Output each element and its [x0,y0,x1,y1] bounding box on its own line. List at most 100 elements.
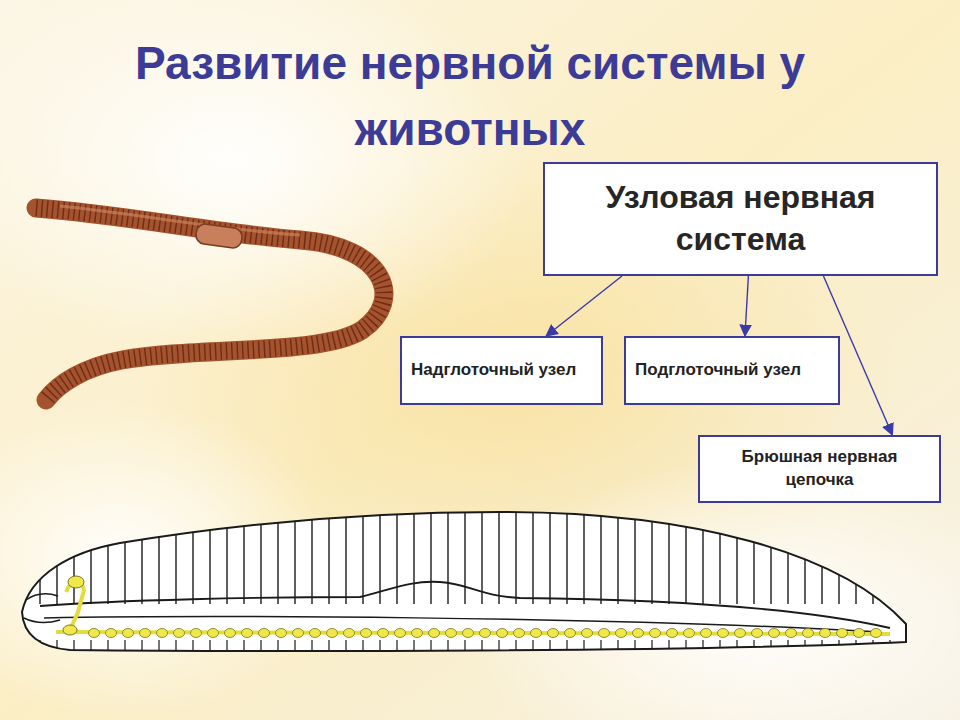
segment-line [158,505,159,604]
node-label: Надглоточный узел [411,359,592,382]
segment-line [447,505,448,604]
ganglion [395,629,406,638]
segment-line [651,505,652,604]
ganglion [344,629,355,638]
segment-line [532,505,533,604]
segment-line [515,505,516,604]
segment-line [277,505,278,604]
segment-line [719,640,720,655]
segment-line [583,640,584,655]
segment-line [209,640,210,655]
ganglion [361,629,372,638]
segment-line [124,640,125,655]
ganglion [446,629,457,638]
segment-line [396,640,397,655]
ganglion [293,629,304,638]
ganglion [854,629,865,638]
worm-section [22,505,906,655]
segment-line [719,505,720,604]
ganglion [616,629,627,638]
ganglion [242,629,253,638]
ganglion [174,629,185,638]
ganglion [259,629,270,638]
segment-line [566,505,567,604]
segment-line [804,505,805,604]
ganglion [531,629,542,638]
ganglion [123,629,134,638]
ganglion [565,629,576,638]
ganglion [769,629,780,638]
ganglion [514,629,525,638]
ganglion [752,629,763,638]
ganglion [871,629,882,638]
segment-line [226,640,227,655]
segment-line [396,505,397,604]
segment-line [634,505,635,604]
ganglion [684,629,695,638]
segment-line [430,505,431,604]
segment-line [702,505,703,604]
ganglion [582,629,593,638]
segment-line [464,505,465,604]
segment-line [566,640,567,655]
segment-line [175,505,176,604]
segment-line [464,640,465,655]
segment-line [141,505,142,604]
segment-line [872,640,873,655]
segment-line [260,640,261,655]
ganglion [480,629,491,638]
segment-line [770,640,771,655]
ganglion [463,629,474,638]
segment-line [447,640,448,655]
earthworm-highlight [60,206,300,235]
ganglion [803,629,814,638]
segment-line [141,640,142,655]
ganglion [837,629,848,638]
ganglion [599,629,610,638]
ganglion [497,629,508,638]
segment-line [328,640,329,655]
segment-line [855,640,856,655]
part-box: Надглоточный узел [400,336,603,405]
segment-line [107,505,108,604]
ganglion [140,629,151,638]
segment-line [260,505,261,604]
segment-line [549,640,550,655]
segment-line [311,505,312,604]
arrow-connector [546,276,622,336]
ganglion [327,629,338,638]
node-label: Подглоточный узел [635,359,829,382]
segment-line [39,640,40,655]
segment-line [600,505,601,604]
segment-line [294,640,295,655]
segment-line [838,505,839,604]
segment-line [90,505,91,604]
segment-line [158,640,159,655]
segment-line [600,640,601,655]
segment-line [413,640,414,655]
segment-line [498,640,499,655]
segment-line [804,640,805,655]
segment-line [736,505,737,604]
ganglion [735,629,746,638]
part-box: Брюшная нервная цепочка [698,435,941,503]
segment-line [243,505,244,604]
segment-line [192,505,193,604]
segment-line [124,505,125,604]
segment-line [294,505,295,604]
ganglion [701,629,712,638]
ganglion [225,629,236,638]
segment-line [583,505,584,604]
segment-line [328,505,329,604]
segment-line [73,640,74,655]
segment-line [379,640,380,655]
segment-line [277,640,278,655]
ganglion [786,629,797,638]
arrow-connector [745,276,748,336]
ganglion [191,629,202,638]
segment-line [226,505,227,604]
segment-line [175,640,176,655]
segment-line [532,640,533,655]
category-box: Узловая нервная система [543,162,938,276]
segment-line [379,505,380,604]
